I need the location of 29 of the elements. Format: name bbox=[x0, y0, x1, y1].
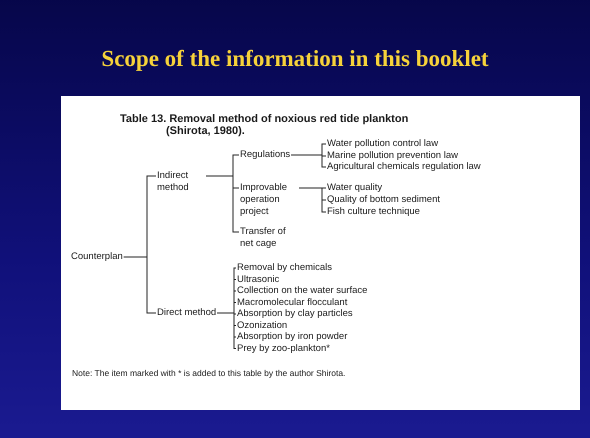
tree-connector bbox=[298, 188, 326, 212]
tree-item: Removal by chemicals bbox=[237, 262, 332, 274]
tree-item: Regulations bbox=[240, 149, 290, 161]
tree-item: Ultrasonic bbox=[237, 274, 280, 286]
tree-item: Quality of bottom sediment bbox=[327, 194, 440, 206]
tree-item: Counterplan bbox=[71, 251, 123, 263]
tree-item: Direct method bbox=[157, 307, 216, 319]
tree-item: Absorption by clay particles bbox=[237, 308, 353, 320]
table-title: Table 13. Removal method of noxious red tide plankton bbox=[120, 113, 408, 125]
tree-connector bbox=[216, 312, 236, 349]
tree-item: Transfer of net cage bbox=[240, 226, 298, 250]
tree-item: Absorption by iron powder bbox=[237, 331, 348, 343]
tree-item: Indirect method bbox=[157, 170, 205, 194]
tree-item: Fish culture technique bbox=[327, 206, 420, 218]
tree-connector bbox=[290, 154, 326, 168]
note: Note: The item marked with * is added to this table by the author Shirota. bbox=[72, 368, 346, 378]
slide-title: Scope of the information in this booklet bbox=[100, 46, 490, 72]
tree-connector bbox=[206, 176, 240, 232]
tree-item: Prey by zoo-plankton* bbox=[237, 342, 330, 354]
tree-item: Improvable operation project bbox=[240, 182, 298, 218]
table-title: (Shirota, 1980). bbox=[166, 125, 245, 137]
tree-item: Collection on the water surface bbox=[237, 285, 368, 297]
tree-connector bbox=[123, 256, 156, 314]
tree-item: Ozonization bbox=[237, 320, 288, 332]
tree-item: Water quality bbox=[327, 182, 382, 194]
tree-item: Agricultural chemicals regulation law bbox=[327, 161, 481, 173]
tree-item: Marine pollution prevention law bbox=[327, 150, 458, 162]
tree-item: Macromolecular flocculant bbox=[237, 296, 348, 308]
tree-item: Water pollution control law bbox=[327, 138, 438, 150]
